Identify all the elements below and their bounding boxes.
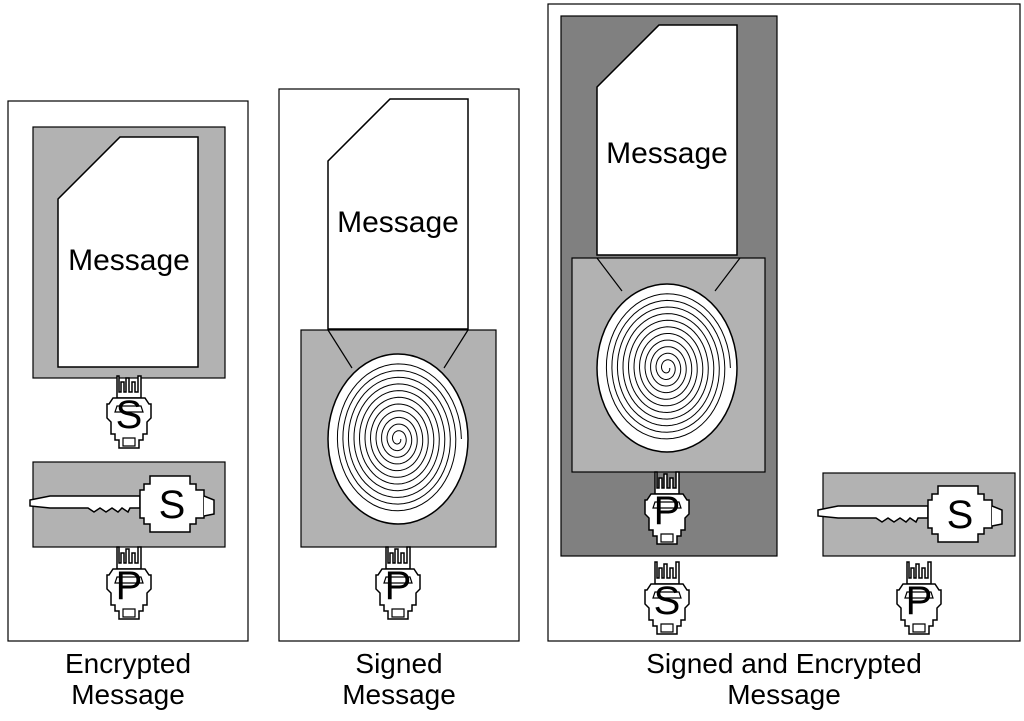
doc-label: Message [606, 137, 728, 170]
panel-signed: Message P [278, 88, 520, 642]
panel-encrypted: Message S S P [7, 100, 249, 642]
panel-signed-encrypted: Message P S S P [547, 3, 1021, 642]
key-letter: S [654, 579, 681, 623]
caption-encrypted: Encrypted Message [8, 648, 248, 710]
key-letter: P [906, 579, 933, 623]
caption-line: Message [342, 679, 456, 710]
caption-line: Encrypted [64, 648, 192, 679]
fingerprint-ridges [336, 363, 462, 512]
caption-line: Message [71, 679, 185, 710]
caption-line: Signed and Encrypted [646, 648, 922, 679]
caption-signed-encrypted: Signed and Encrypted Message [548, 648, 1020, 710]
key-letter: P [385, 564, 412, 608]
caption-line: Signed [355, 648, 443, 679]
fingerprint-icon [327, 353, 469, 525]
fingerprint-icon [596, 283, 738, 453]
doc-label: Message [337, 206, 459, 239]
fingerprint-ridges [605, 293, 731, 440]
key-letter: S [947, 493, 974, 537]
caption-signed: Signed Message [279, 648, 519, 710]
doc-label: Message [68, 244, 190, 277]
key-letter: S [159, 483, 186, 527]
caption-line: Message [727, 679, 841, 710]
key-letter: S [116, 393, 143, 437]
key-letter: P [654, 489, 681, 533]
key-letter: P [116, 564, 143, 608]
